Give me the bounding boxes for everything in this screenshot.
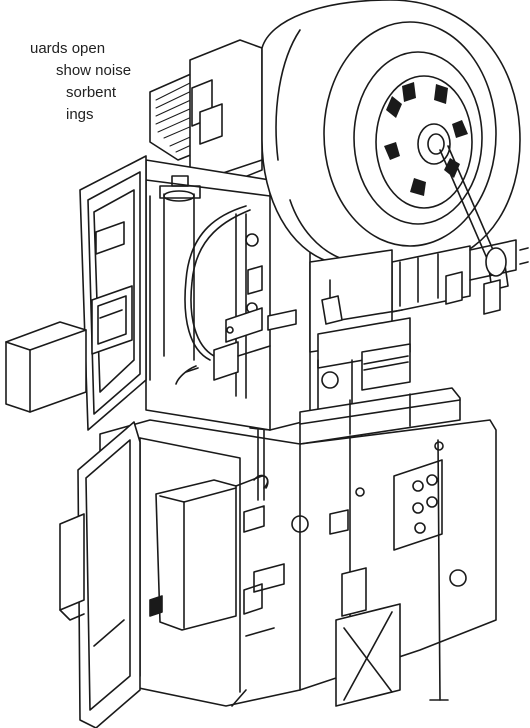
control-panel bbox=[393, 459, 443, 551]
upper-left-door bbox=[79, 155, 147, 431]
side-box bbox=[5, 321, 87, 413]
bolster bbox=[299, 387, 461, 445]
caption-line-2: show noise bbox=[56, 62, 132, 79]
valve-block bbox=[175, 307, 297, 385]
figure-caption: uards open show noise sorbent ings bbox=[0, 38, 135, 126]
hose bbox=[184, 205, 251, 361]
lower-left-door bbox=[77, 421, 163, 728]
upper-frame bbox=[145, 39, 263, 191]
slide-ram bbox=[309, 249, 411, 411]
caption-line-3: sorbent bbox=[66, 84, 117, 101]
flywheel bbox=[261, 0, 521, 263]
lower-bin bbox=[155, 479, 237, 631]
pedal-housing bbox=[335, 567, 401, 707]
pneumatic-unit bbox=[391, 239, 529, 315]
lower-side-box bbox=[59, 513, 85, 621]
caption-line-4: ings bbox=[66, 106, 94, 123]
caption-line-1: uards open bbox=[30, 40, 106, 57]
base-details bbox=[231, 429, 467, 707]
cylinder bbox=[159, 175, 201, 361]
